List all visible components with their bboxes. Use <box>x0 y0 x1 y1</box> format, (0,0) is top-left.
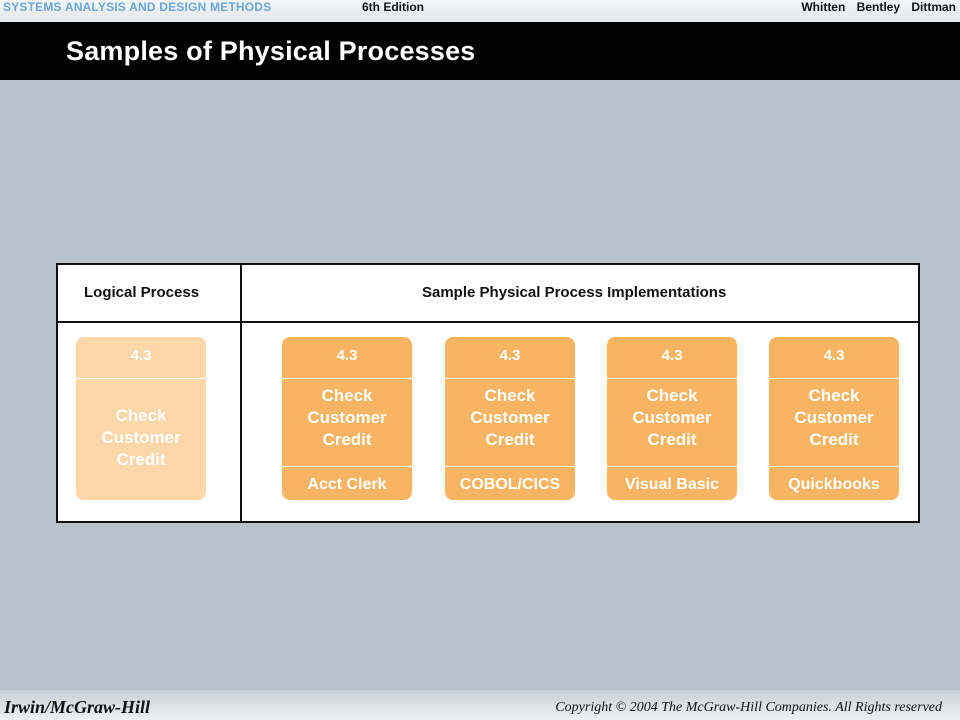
process-name-line: Check <box>808 386 860 405</box>
process-name: Check Customer Credit <box>607 385 737 451</box>
logical-process-header: Logical Process <box>84 284 200 301</box>
process-id: 4.3 <box>282 337 412 379</box>
book-title: SYSTEMS ANALYSIS AND DESIGN METHODS <box>3 0 272 14</box>
process-name-line: Check <box>115 406 167 425</box>
footer: Irwin/McGraw-Hill Copyright © 2004 The M… <box>0 690 960 720</box>
copyright-notice: Copyright © 2004 The McGraw-Hill Compani… <box>555 700 942 715</box>
process-name-line: Credit <box>647 430 697 449</box>
edition-label: 6th Edition <box>362 0 424 14</box>
column-divider <box>240 265 242 521</box>
physical-process-box: 4.3 Check Customer Credit Visual Basic <box>607 337 737 500</box>
process-name-line: Customer <box>470 408 550 427</box>
implementation-label: Quickbooks <box>769 466 899 500</box>
process-name-line: Check <box>646 386 698 405</box>
process-name: Check Customer Credit <box>76 405 206 471</box>
physical-process-box: 4.3 Check Customer Credit COBOL/CICS <box>445 337 575 500</box>
page-title: Samples of Physical Processes <box>66 36 476 66</box>
header-divider <box>58 321 918 323</box>
publisher-label: Irwin/McGraw-Hill <box>4 697 151 717</box>
physical-process-box: 4.3 Check Customer Credit Quickbooks <box>769 337 899 500</box>
process-name-line: Credit <box>485 430 535 449</box>
process-name-line: Customer <box>632 408 712 427</box>
implementation-label: Visual Basic <box>607 466 737 500</box>
process-name-line: Credit <box>322 430 372 449</box>
logical-process-box: 4.3 Check Customer Credit <box>76 337 206 500</box>
process-name-line: Check <box>321 386 373 405</box>
process-name-line: Customer <box>307 408 387 427</box>
process-name: Check Customer Credit <box>769 385 899 451</box>
process-name-line: Credit <box>116 450 166 469</box>
process-name-line: Customer <box>794 408 874 427</box>
process-name-line: Credit <box>809 430 859 449</box>
process-id: 4.3 <box>76 337 206 379</box>
implementation-label: Acct Clerk <box>282 466 412 500</box>
process-id: 4.3 <box>445 337 575 379</box>
process-name: Check Customer Credit <box>445 385 575 451</box>
physical-process-box: 4.3 Check Customer Credit Acct Clerk <box>282 337 412 500</box>
implementation-label: COBOL/CICS <box>445 466 575 500</box>
process-name-line: Check <box>484 386 536 405</box>
process-id: 4.3 <box>769 337 899 379</box>
process-id: 4.3 <box>607 337 737 379</box>
process-name: Check Customer Credit <box>282 385 412 451</box>
authors-label: Whitten Bentley Dittman <box>801 0 956 14</box>
title-bar: Samples of Physical Processes <box>0 22 960 80</box>
top-header-strip: SYSTEMS ANALYSIS AND DESIGN METHODS 6th … <box>0 0 960 22</box>
process-name-line: Customer <box>101 428 181 447</box>
process-diagram: Logical Process Sample Physical Process … <box>56 263 920 523</box>
physical-implementations-header: Sample Physical Process Implementations <box>422 284 727 301</box>
